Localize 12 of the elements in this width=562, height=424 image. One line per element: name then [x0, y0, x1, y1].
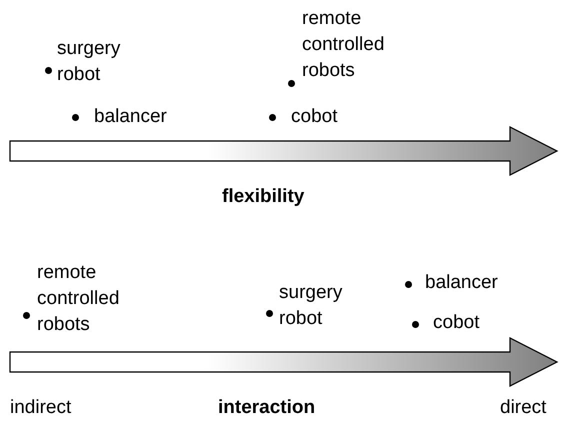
- robot-label: balancer: [94, 105, 167, 129]
- robot-label: surgery robot: [57, 37, 122, 87]
- scale-end-label: indirect: [10, 396, 72, 420]
- axis-title: interaction: [218, 396, 316, 420]
- robot-label: cobot: [433, 311, 480, 335]
- robot-label: balancer: [425, 271, 498, 295]
- robot-label: cobot: [291, 105, 338, 129]
- robot-label: surgery robot: [279, 281, 344, 331]
- scale-end-label: direct: [500, 396, 546, 420]
- axis-title: flexibility: [222, 185, 304, 209]
- robot-label: remote controlled robots: [37, 261, 120, 337]
- robot-label: remote controlled robots: [302, 7, 386, 83]
